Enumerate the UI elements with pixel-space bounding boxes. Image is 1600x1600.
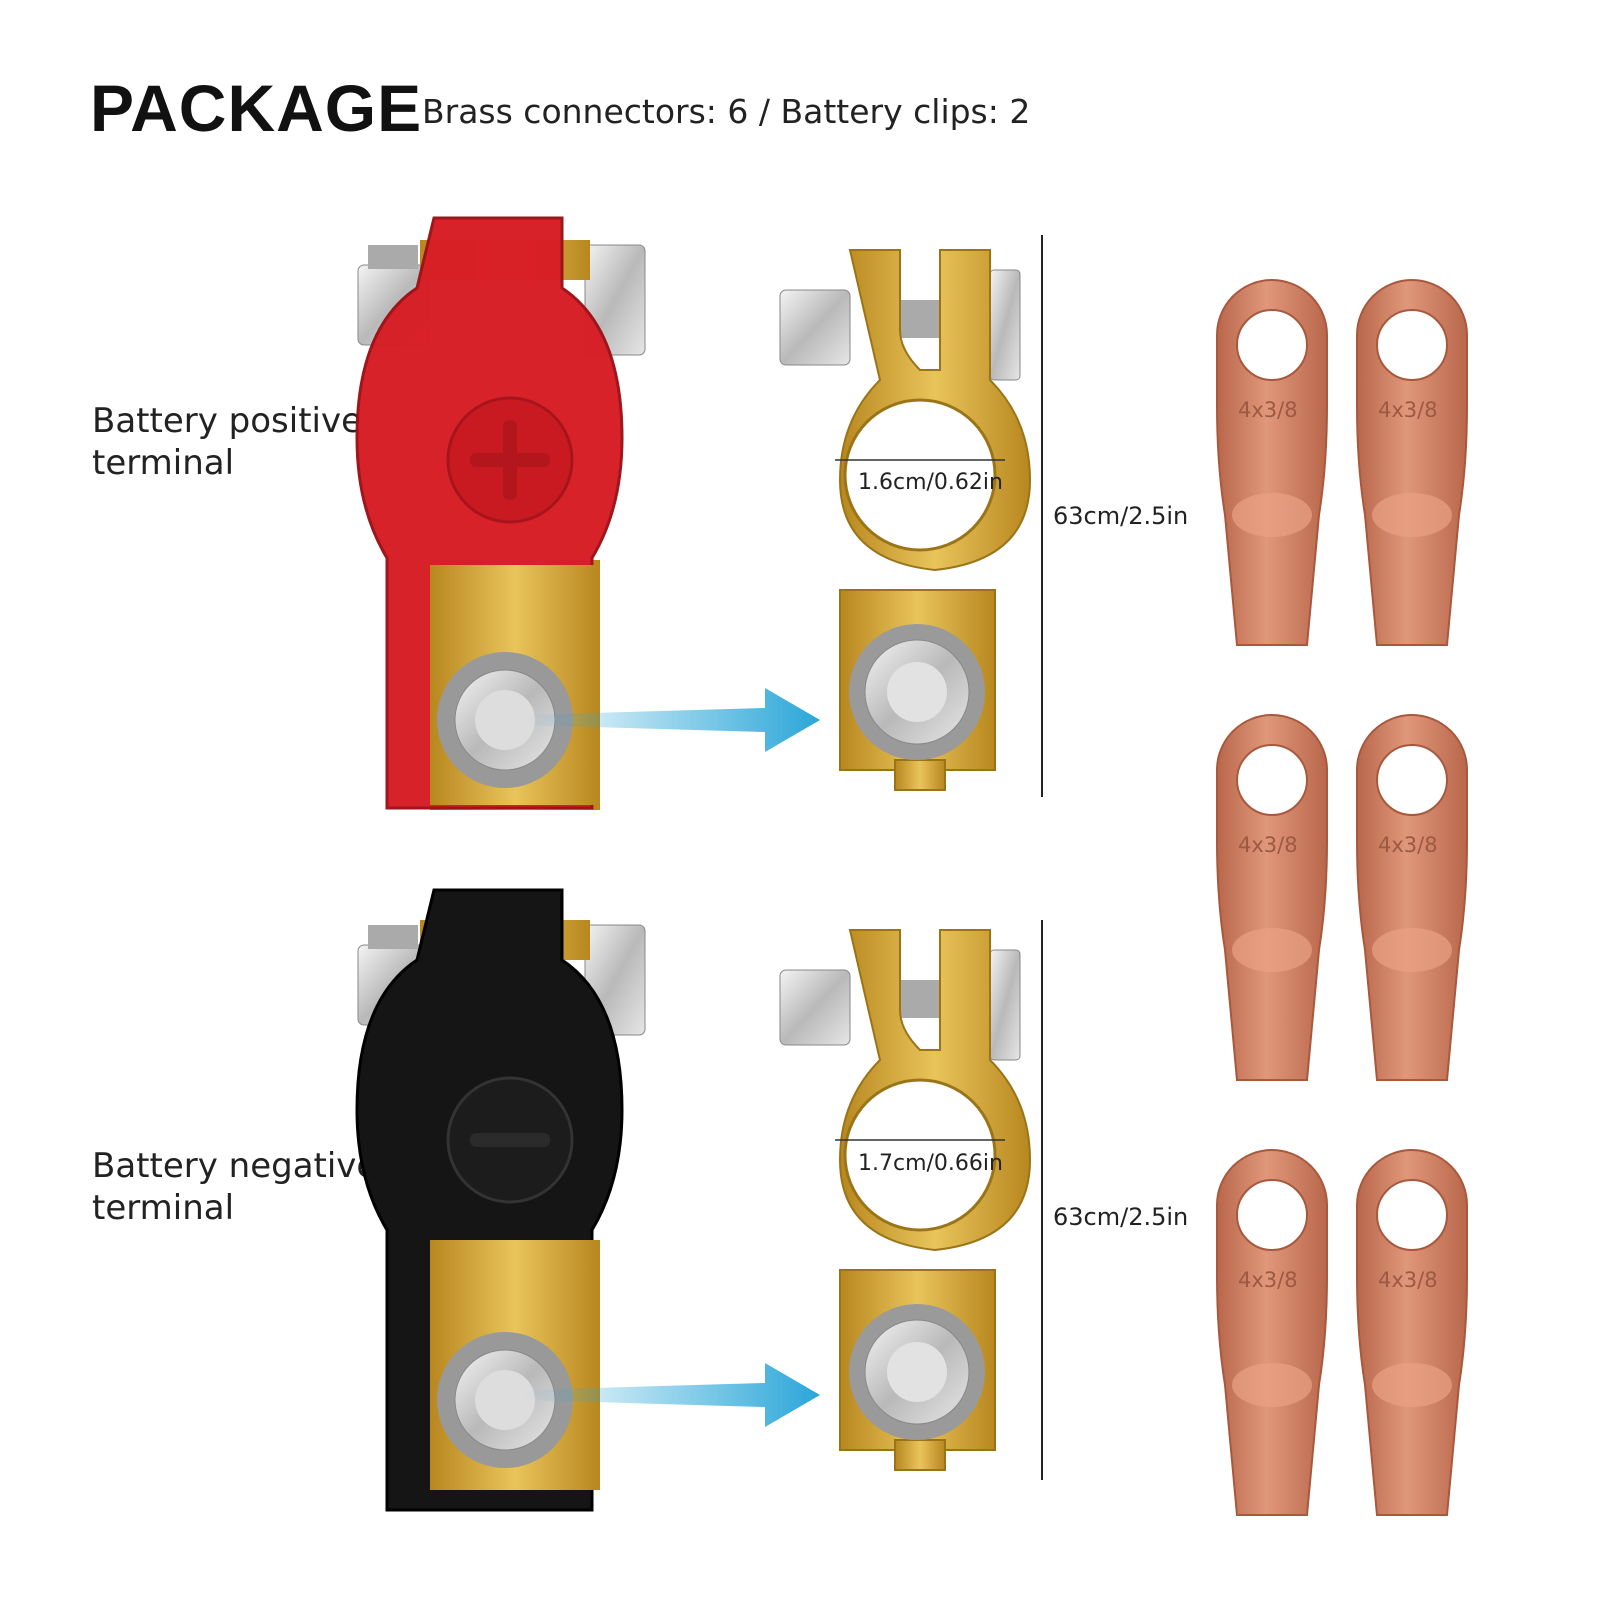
lug-marking: 4x3/8 (1378, 833, 1438, 857)
copper-lug (1356, 714, 1468, 1081)
page-title: PACKAGE (90, 71, 423, 145)
copper-lug (1356, 279, 1468, 646)
positive-length-label: 63cm/2.5in (1053, 502, 1189, 530)
negative-label-line2: terminal (92, 1188, 235, 1228)
lug-marking: 4x3/8 (1378, 1268, 1438, 1292)
copper-lug (1356, 1149, 1468, 1516)
positive-brass-clip-image (778, 248, 1032, 792)
lug-marking: 4x3/8 (1238, 833, 1298, 857)
negative-diameter-label: 1.7cm/0.66in (858, 1151, 1003, 1176)
lug-marking: 4x3/8 (1238, 398, 1298, 422)
negative-label-line1: Battery negative (92, 1146, 378, 1186)
positive-label-line1: Battery positive (92, 401, 363, 441)
positive-arrow-icon (525, 688, 820, 752)
positive-clip-image (355, 216, 646, 811)
package-contents-subtitle: Brass connectors: 6 / Battery clips: 2 (422, 92, 1031, 131)
copper-lug (1216, 279, 1328, 646)
negative-arrow-icon (525, 1363, 820, 1427)
positive-label-line2: terminal (92, 443, 235, 483)
lug-marking: 4x3/8 (1378, 398, 1438, 422)
negative-terminal-label: Battery negative terminal (92, 1145, 377, 1229)
lug-marking: 4x3/8 (1238, 1268, 1298, 1292)
copper-lug (1216, 714, 1328, 1081)
positive-terminal-label: Battery positive terminal (92, 400, 362, 484)
positive-diameter-label: 1.6cm/0.62in (858, 470, 1003, 495)
negative-brass-clip-image (778, 928, 1032, 1472)
negative-clip-image (355, 888, 646, 1512)
copper-lug (1216, 1149, 1328, 1516)
copper-lug-set (1216, 279, 1468, 1516)
negative-length-label: 63cm/2.5in (1053, 1203, 1189, 1231)
